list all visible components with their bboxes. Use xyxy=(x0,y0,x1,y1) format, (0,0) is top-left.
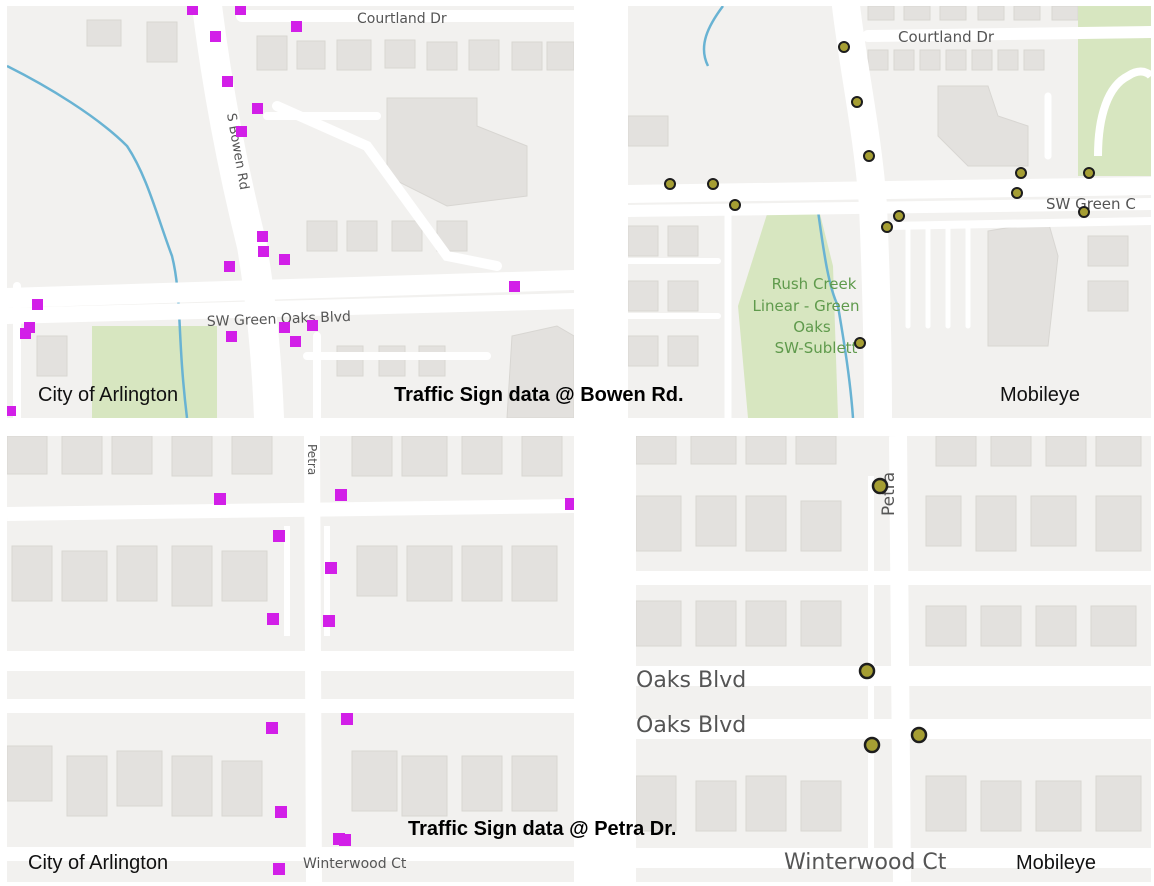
map-canvas-petra-city: Petra Winterwood Ct xyxy=(7,436,574,882)
city-sign-marker[interactable] xyxy=(214,493,226,505)
park-area xyxy=(92,326,217,418)
mobileye-sign-marker[interactable] xyxy=(863,150,875,162)
creek-line xyxy=(702,6,855,418)
mobileye-sign-marker[interactable] xyxy=(858,662,876,680)
road-label-petra: Petra xyxy=(305,444,319,475)
road-label-green-oaks: SW Green C xyxy=(1046,195,1136,213)
mobileye-sign-marker[interactable] xyxy=(893,210,905,222)
title-petra: Traffic Sign data @ Petra Dr. xyxy=(408,818,677,840)
title-bowen: Traffic Sign data @ Bowen Rd. xyxy=(394,384,684,406)
city-sign-marker[interactable] xyxy=(20,328,31,339)
city-sign-marker[interactable] xyxy=(307,320,318,331)
park-label-line4: SW-Sublett xyxy=(775,339,858,357)
caption-city-petra: City of Arlington xyxy=(28,852,169,874)
city-sign-marker[interactable] xyxy=(509,281,520,292)
city-sign-marker[interactable] xyxy=(210,31,221,42)
road-label-courtland: Courtland Dr xyxy=(898,28,995,46)
petra-dr xyxy=(304,436,322,882)
park-label-line2: Linear - Green xyxy=(753,297,860,315)
caption-mobileye-petra: Mobileye xyxy=(1016,852,1097,874)
city-sign-marker[interactable] xyxy=(222,76,233,87)
mobileye-sign-marker[interactable] xyxy=(838,41,850,53)
caption-mobileye-bowen: Mobileye xyxy=(1000,384,1081,406)
city-sign-marker[interactable] xyxy=(236,126,247,137)
city-sign-marker[interactable] xyxy=(565,498,574,510)
city-sign-marker[interactable] xyxy=(258,246,269,257)
city-sign-marker[interactable] xyxy=(32,299,43,310)
city-sign-marker[interactable] xyxy=(224,261,235,272)
mobileye-sign-marker[interactable] xyxy=(1011,187,1023,199)
creek-line xyxy=(7,64,189,418)
city-sign-marker[interactable] xyxy=(341,713,353,725)
city-sign-marker[interactable] xyxy=(279,322,290,333)
map-canvas-petra-mobileye: Petra Oaks Blvd Oaks Blvd Winterwood Ct xyxy=(636,436,1151,882)
city-sign-marker[interactable] xyxy=(273,863,285,875)
map-canvas-bowen-city: Courtland Dr S Bowen Rd SW Green Oaks Bl… xyxy=(7,6,574,418)
mobileye-sign-marker[interactable] xyxy=(1015,167,1027,179)
mobileye-sign-marker[interactable] xyxy=(851,96,863,108)
city-sign-marker[interactable] xyxy=(267,613,279,625)
city-sign-marker[interactable] xyxy=(339,834,351,846)
city-sign-marker[interactable] xyxy=(257,231,268,242)
caption-city-bowen: City of Arlington xyxy=(38,384,179,406)
city-sign-marker[interactable] xyxy=(290,336,301,347)
city-sign-marker[interactable] xyxy=(187,6,198,15)
park-label-line1: Rush Creek xyxy=(772,275,857,293)
mobileye-sign-marker[interactable] xyxy=(1083,167,1095,179)
map-panel-petra-city[interactable]: Petra Winterwood Ct xyxy=(7,436,574,882)
mobileye-sign-marker[interactable] xyxy=(910,726,928,744)
park-label-line3: Oaks xyxy=(793,318,831,336)
mobileye-sign-marker[interactable] xyxy=(729,199,741,211)
mobileye-sign-marker[interactable] xyxy=(854,337,866,349)
city-sign-marker[interactable] xyxy=(275,806,287,818)
mobileye-sign-marker[interactable] xyxy=(1078,206,1090,218)
road-label-winterwood: Winterwood Ct xyxy=(784,850,947,875)
map-panel-bowen-mobileye[interactable]: Courtland Dr SW Green C Rush Creek Linea… xyxy=(628,6,1151,418)
city-sign-marker[interactable] xyxy=(323,615,335,627)
mobileye-sign-marker[interactable] xyxy=(871,477,889,495)
city-sign-marker[interactable] xyxy=(252,103,263,114)
city-sign-marker[interactable] xyxy=(24,322,35,333)
city-sign-marker[interactable] xyxy=(291,21,302,32)
petra-dr xyxy=(889,436,911,882)
road-label-oaks-1: Oaks Blvd xyxy=(636,668,746,693)
mobileye-sign-marker[interactable] xyxy=(881,221,893,233)
city-sign-marker[interactable] xyxy=(235,6,246,15)
city-sign-marker[interactable] xyxy=(226,331,237,342)
city-sign-marker[interactable] xyxy=(273,530,285,542)
mobileye-sign-marker[interactable] xyxy=(863,736,881,754)
city-sign-marker[interactable] xyxy=(266,722,278,734)
map-panel-petra-mobileye[interactable]: Petra Oaks Blvd Oaks Blvd Winterwood Ct xyxy=(636,436,1151,882)
city-sign-marker[interactable] xyxy=(335,489,347,501)
map-panel-bowen-city[interactable]: Courtland Dr S Bowen Rd SW Green Oaks Bl… xyxy=(7,6,574,418)
city-sign-marker[interactable] xyxy=(7,406,16,416)
bowen-rd xyxy=(192,6,284,418)
city-sign-marker[interactable] xyxy=(279,254,290,265)
mobileye-sign-marker[interactable] xyxy=(707,178,719,190)
road-label-oaks-2: Oaks Blvd xyxy=(636,713,746,738)
map-canvas-bowen-mobileye: Courtland Dr SW Green C Rush Creek Linea… xyxy=(628,6,1151,418)
road-label-winterwood: Winterwood Ct xyxy=(303,856,407,872)
road-label-courtland: Courtland Dr xyxy=(357,11,447,27)
park-area xyxy=(738,206,838,418)
mobileye-sign-marker[interactable] xyxy=(664,178,676,190)
city-sign-marker[interactable] xyxy=(325,562,337,574)
